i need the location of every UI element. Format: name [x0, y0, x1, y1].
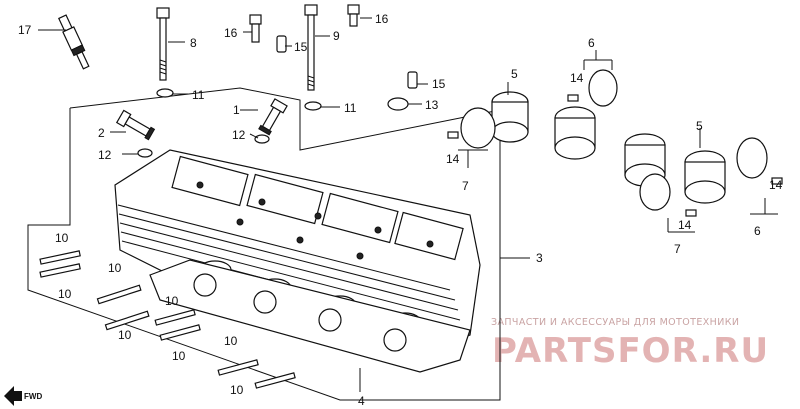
- callout-10-f: 10: [172, 349, 186, 363]
- bolt-16-a: [249, 14, 262, 43]
- callouts: 17 8 16 15 9 16 6 14 5 15 13 11 11 1 12 …: [18, 12, 783, 408]
- watermark-tagline: ЗАПЧАСТИ И АКСЕССУАРЫ ДЛЯ МОТОТЕХНИКИ: [491, 317, 739, 328]
- clamp-6-b: [736, 137, 768, 179]
- callout-10-d: 10: [118, 328, 132, 342]
- callout-12-b: 12: [98, 148, 112, 162]
- o-ring-12-b: [137, 148, 153, 158]
- cylinder-head: [114, 149, 481, 346]
- callout-13: 13: [425, 98, 439, 112]
- clamp-screw-14-a: [447, 131, 459, 139]
- callout-17: 17: [18, 23, 32, 37]
- stud-bolts-10: [39, 250, 296, 389]
- dowel-pin-15-b: [407, 71, 418, 89]
- callout-4: 4: [358, 394, 365, 408]
- callout-14-d: 14: [678, 218, 692, 232]
- dowel-pin-15-a: [276, 35, 287, 53]
- head-gasket: [149, 259, 471, 373]
- callout-10-e: 10: [165, 294, 179, 308]
- assembly-outline: [27, 87, 501, 401]
- callout-10-g: 10: [224, 334, 238, 348]
- intake-boot-5-b: [554, 106, 596, 160]
- watermark-brand: PARTSFOR.RU: [492, 331, 769, 371]
- callout-10-b: 10: [58, 287, 72, 301]
- callout-3: 3: [536, 251, 543, 265]
- callout-11-b: 11: [344, 101, 357, 115]
- callout-5-a: 5: [511, 67, 518, 81]
- callout-9: 9: [333, 29, 340, 43]
- intake-boot-5-d: [684, 150, 726, 204]
- intake-boot-5-a: [491, 91, 529, 143]
- callout-11-a: 11: [192, 88, 205, 102]
- callout-15-b: 15: [432, 77, 446, 91]
- spark-plug: [58, 14, 90, 70]
- clamp-screw-14-d: [771, 177, 783, 185]
- callout-12-a: 12: [232, 128, 246, 142]
- stud-bolt-9: [304, 4, 318, 91]
- bolt-16-b: [347, 4, 360, 27]
- callout-2: 2: [98, 126, 105, 140]
- fwd-label: FWD: [24, 392, 42, 401]
- callout-7-b: 7: [674, 242, 681, 256]
- callout-10-h: 10: [230, 383, 244, 397]
- clamp-screw-14-b: [567, 94, 579, 102]
- callout-15-a: 15: [294, 40, 308, 54]
- clamp-7-a: [460, 107, 496, 149]
- watermark: ЗАПЧАСТИ И АКСЕССУАРЫ ДЛЯ МОТОТЕХНИКИ PA…: [491, 317, 769, 371]
- callout-10-a: 10: [55, 231, 69, 245]
- nozzle-1: [258, 98, 288, 136]
- nozzle-2: [115, 109, 156, 141]
- o-ring-13: [387, 97, 409, 111]
- callout-14-a: 14: [570, 71, 584, 85]
- callout-5-b: 5: [696, 119, 703, 133]
- fwd-arrow: FWD: [4, 386, 42, 406]
- callout-16-a: 16: [224, 26, 238, 40]
- callout-6-a: 6: [588, 36, 595, 50]
- callout-7-a: 7: [462, 179, 469, 193]
- callout-6-b: 6: [754, 224, 761, 238]
- callout-10-c: 10: [108, 261, 122, 275]
- leader-lines: [38, 17, 778, 392]
- callout-8: 8: [190, 36, 197, 50]
- washer-11-a: [156, 88, 174, 98]
- callout-14-c: 14: [769, 178, 783, 192]
- clamp-screw-14-c: [685, 209, 697, 217]
- washer-11-b: [304, 101, 322, 111]
- callout-14-b: 14: [446, 152, 460, 166]
- stud-bolt-8: [156, 7, 170, 81]
- o-ring-12-a: [254, 134, 270, 144]
- callout-1: 1: [233, 103, 240, 117]
- clamp-7-b: [639, 173, 671, 211]
- callout-16-b: 16: [375, 12, 389, 26]
- clamp-6-a: [588, 69, 618, 107]
